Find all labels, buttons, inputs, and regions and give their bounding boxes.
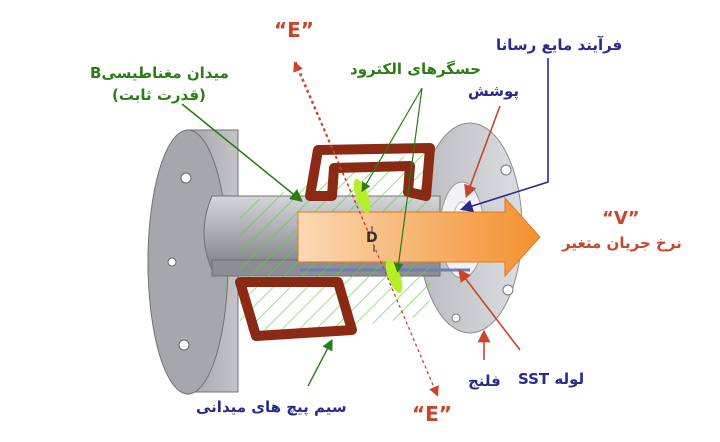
label-e-top: “E” (274, 18, 314, 42)
leader-field-coils (308, 344, 330, 386)
label-conductive-fluid: فرآیند مایع رسانا (496, 36, 622, 54)
label-magnetic-field-sub: (قدرت ثابت) (112, 86, 206, 104)
label-e-bottom: “E” (412, 402, 452, 426)
label-magnetic-field: میدان مغناطیسیB (90, 64, 229, 82)
label-electrode-sensors: حسگرهای الکترود (350, 60, 481, 78)
label-v: “V” (602, 208, 640, 229)
label-diameter: D (366, 230, 378, 246)
label-sst-tube: لوله SST (518, 370, 584, 388)
label-variable-flow: نرخ جریان متغیر (562, 234, 682, 252)
label-field-coils: سیم پیچ های میدانی (196, 398, 347, 416)
label-liner: پوشش (468, 82, 519, 100)
label-flange: فلنج (468, 372, 501, 390)
